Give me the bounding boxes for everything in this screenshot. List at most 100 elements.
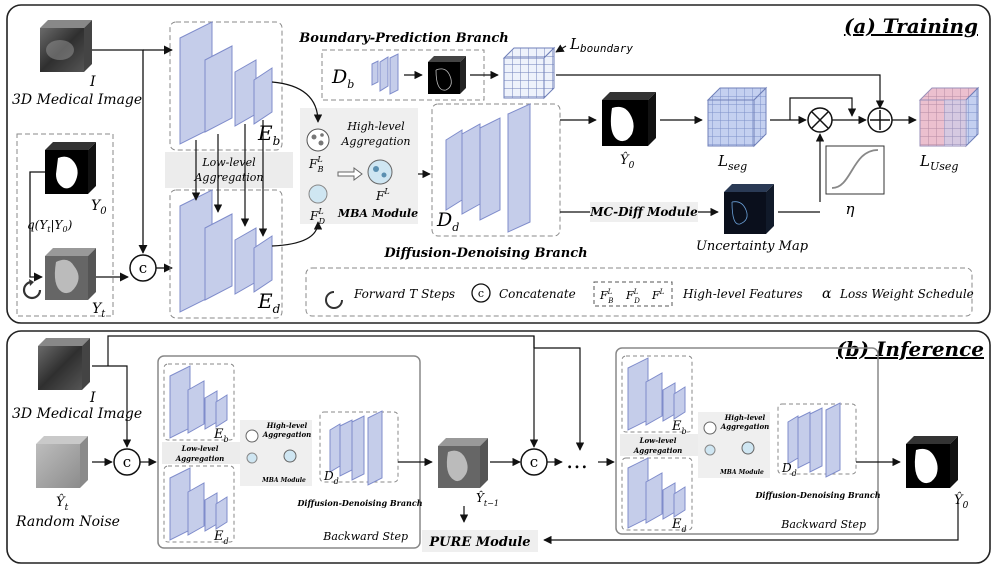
training-title: (a) Training — [844, 14, 978, 38]
encoder-b-box — [169, 21, 283, 151]
mcdiff-module-label: MC-Diff Module — [589, 205, 698, 219]
inf-decoder-box-2 — [777, 403, 857, 475]
inf-low-level-line1-2: Low-level — [639, 436, 677, 445]
noisy-yt-cube — [45, 248, 96, 300]
output-y0: Ŷ0 — [954, 492, 969, 511]
inf-fb-icon-1 — [245, 429, 259, 443]
mask-box — [16, 133, 114, 317]
input-image-symbol: I — [89, 74, 96, 90]
inf-low-level-line2-2: Aggregation — [633, 446, 682, 455]
encoder-d-label: Ed — [257, 289, 281, 316]
encoder-b-layers — [179, 21, 273, 145]
inf-diffusion-title-1: Diffusion-Denoising Branch — [296, 498, 422, 508]
mask-y0-cube — [45, 142, 96, 194]
mcdiff-label-bg — [590, 202, 698, 222]
legend-loss-weight: Loss Weight Schedule — [839, 287, 974, 301]
eta-curve-box — [825, 145, 885, 195]
legend-forward-steps: Forward T Steps — [353, 287, 455, 301]
boundary-decoder-label: Db — [331, 66, 354, 91]
mask-y0: Y0 — [91, 198, 107, 217]
inf-decoder-label-2: Dd — [781, 461, 797, 478]
seg-loss-grid — [706, 86, 768, 148]
high-level-line2: Aggregation — [340, 135, 410, 148]
random-noise-cube — [36, 436, 88, 488]
low-level-line2: Aggregation — [193, 171, 263, 184]
inf-low-level-line1-1: Low-level — [181, 444, 219, 453]
input-image-label: 3D Medical Image — [12, 92, 142, 108]
backward-step-label-2: Backward Step — [780, 518, 866, 531]
inf-low-level-box-1 — [162, 442, 244, 464]
inf-decoder-box-1 — [319, 411, 399, 483]
feature-fused: FL — [375, 187, 390, 203]
legend-concatenate: Concatenate — [499, 287, 576, 301]
noisy-yt: Yt — [92, 301, 106, 320]
inf-f-icon-1 — [283, 449, 297, 463]
eta-curve — [831, 149, 879, 189]
boundary-loss-label: Lboundary — [569, 35, 633, 55]
diffusion-decoder-layers — [445, 103, 531, 233]
legend-alpha: α — [822, 286, 832, 302]
inf-fb-icon-2 — [703, 421, 717, 435]
high-level-line1: High-level — [346, 120, 405, 133]
inf-encoder-d-layers-1 — [169, 467, 228, 541]
legend-concat-symbol: c — [478, 287, 484, 300]
inf-encoder-b-layers-2 — [627, 357, 686, 431]
legend-feature-f: FL — [651, 288, 665, 302]
inf-encoder-b-label-1: Eb — [213, 427, 229, 444]
backward-step-label-1: Backward Step — [322, 530, 408, 543]
uncertainty-map-cube — [724, 184, 774, 234]
mba-module-label: MBA Module — [337, 207, 418, 220]
inf-fd-icon-1 — [246, 452, 258, 464]
inf-encoder-b-layers-1 — [169, 365, 228, 439]
intermediate-cube — [438, 438, 488, 488]
inf-encoder-d-label-1: Ed — [213, 529, 229, 546]
boundary-loss-grid — [502, 46, 556, 100]
feature-fb-icon — [306, 128, 330, 152]
output-y0-cube — [906, 436, 958, 488]
inf-mba-label-1: MBA Module — [261, 477, 306, 484]
legend-features-box — [593, 281, 673, 307]
inf-low-level-line2-1: Aggregation — [175, 454, 224, 463]
inference-input-cube — [38, 338, 90, 390]
inf-decoder-label-1: Dd — [323, 469, 339, 486]
inf-encoder-b-box-2 — [621, 355, 693, 433]
training-panel — [6, 4, 991, 324]
pure-module-label: PURE Module — [428, 535, 530, 550]
inf-encoder-b-box-1 — [163, 363, 235, 441]
ellipsis: … — [566, 449, 588, 474]
low-level-aggregation-box — [165, 152, 293, 188]
uncertainty-map-label: Uncertainty Map — [696, 239, 809, 254]
inf-decoder-layers-1 — [329, 410, 383, 486]
random-noise-symbol: Ŷt — [56, 494, 69, 513]
prediction-y0: Ŷ0 — [620, 152, 635, 171]
aggregate-arrow-icon — [337, 167, 363, 181]
inf-fd-icon-2 — [704, 444, 716, 456]
inf-high-level-line1-2: High-level — [724, 413, 766, 422]
concat-symbol: c — [139, 259, 147, 277]
diffusion-branch-title: Diffusion-Denoising Branch — [383, 246, 587, 261]
encoder-b-label: Eb — [257, 121, 280, 148]
feature-fd-icon — [308, 184, 328, 204]
diffusion-decoder-label: Dd — [436, 209, 459, 234]
feature-fused-icon — [367, 159, 393, 185]
inf-diffusion-title-2: Diffusion-Denoising Branch — [754, 490, 880, 500]
inf-decoder-layers-2 — [787, 402, 841, 478]
inference-input-symbol: I — [89, 390, 96, 406]
inf-high-level-line1-1: High-level — [266, 421, 308, 430]
random-noise-label: Random Noise — [15, 514, 120, 530]
forward-process-label: q(Yt|Y0) — [27, 218, 73, 234]
diffusion-decoder-box — [431, 103, 561, 237]
inf-high-level-line2-2: Aggregation — [720, 422, 769, 431]
legend-forward-icon — [325, 291, 343, 309]
legend-box — [305, 267, 973, 317]
backward-step-box-1 — [157, 355, 421, 549]
mba-box — [300, 108, 418, 224]
prediction-y0-cube — [602, 92, 656, 146]
concat-symbol-inf-1: c — [123, 453, 131, 471]
encoder-d-layers — [179, 189, 273, 313]
encoder-d-box — [169, 189, 283, 319]
